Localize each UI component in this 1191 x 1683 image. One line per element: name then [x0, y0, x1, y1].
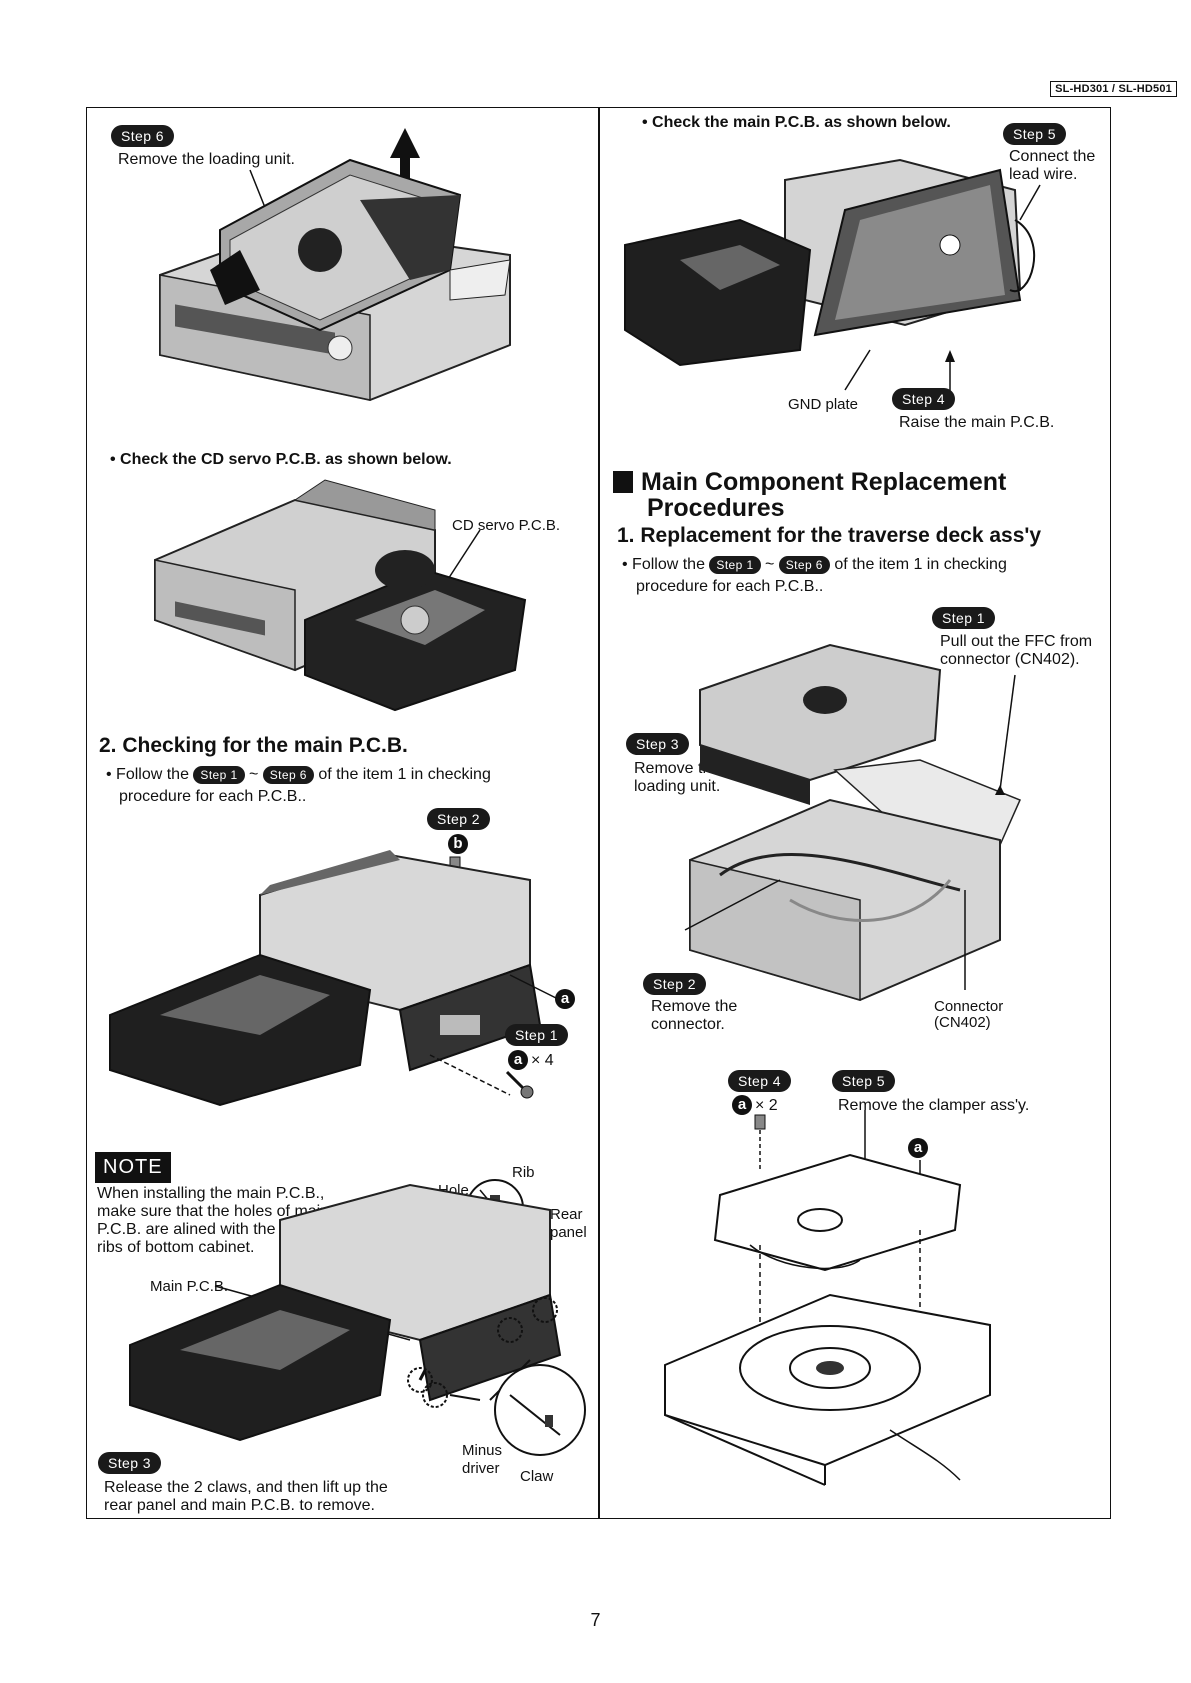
main-heading-line-2: Procedures [647, 494, 785, 522]
r-step5-top-badge: Step 5 [1003, 123, 1066, 145]
rear-panel-illustration [129, 1179, 586, 1456]
screw-a-marker: a [555, 989, 575, 1009]
main-pcb-check-note: • Check the main P.C.B. as shown below. [642, 114, 951, 131]
r-bullet-suffix: of the item 1 in checking [834, 556, 1007, 573]
r-step1-line-1: Pull out the FFC from [940, 633, 1093, 650]
rib-label: Rib [512, 1164, 535, 1181]
step3-line-2: rear panel and main P.C.B. to remove. [104, 1497, 375, 1514]
r-step2-line-2: connector. [651, 1016, 725, 1033]
gnd-plate-label: GND plate [788, 396, 859, 413]
note-line-3: P.C.B. are alined with the [97, 1221, 276, 1238]
r-step1-line-2: connector (CN402). [940, 651, 1080, 668]
r-step1-badge: Step 1 [932, 607, 995, 629]
model-number: SL-HD301 / SL-HD501 [1050, 81, 1177, 97]
section1-title: 1. Replacement for the traverse deck ass… [617, 524, 1042, 547]
screw-b-marker: b [448, 834, 468, 854]
note-line-1: When installing the main P.C.B., [97, 1185, 325, 1202]
step2-badge: Step 2 [427, 808, 490, 830]
step3-line-1: Release the 2 claws, and then lift up th… [104, 1479, 388, 1496]
r-step5-badge: Step 5 [832, 1070, 895, 1092]
r-step3-line-2: loading unit. [634, 778, 721, 795]
r-step3-line-1: Remove the [634, 760, 721, 777]
r-step6-inline-badge: Step 6 [778, 555, 830, 574]
main-heading-text-1: Main Component Replacement [641, 468, 1007, 496]
minus-driver-label-2: driver [462, 1460, 500, 1477]
r-step4-badge: Step 4 [728, 1070, 791, 1092]
r-step2-line-1: Remove the [651, 998, 738, 1015]
connector-label-2: (CN402) [934, 1014, 991, 1031]
bullet-suffix: of the item 1 in checking [318, 766, 491, 783]
bullet-prefix: • Follow the [106, 766, 189, 783]
page-number: 7 [590, 1610, 601, 1630]
rear-panel-label-1: Rear [550, 1206, 583, 1223]
main-pcb-label: Main P.C.B. [150, 1278, 229, 1295]
step1-screw-marker: a [508, 1050, 528, 1070]
section1-bullet-line2: procedure for each P.C.B.. [636, 578, 824, 595]
column-divider [598, 107, 600, 1519]
section2-bullet: • Follow the Step 1 ~ Step 6 of the item… [106, 764, 491, 785]
r-step4-top-text: Raise the main P.C.B. [899, 414, 1055, 431]
screw-icon [505, 1070, 534, 1099]
raise-main-pcb-illustration [624, 158, 1041, 398]
loading-unit-illustration [159, 128, 511, 402]
main-heading-line-1: Main Component Replacement [613, 468, 1006, 496]
step6-inline-badge: Step 6 [262, 765, 314, 784]
r-step5-top-line-1: Connect the [1009, 148, 1096, 165]
section1-bullet: • Follow the Step 1 ~ Step 6 of the item… [622, 554, 1007, 575]
note-line-4: ribs of bottom cabinet. [97, 1239, 255, 1256]
connector-label-1: Connector [934, 998, 1004, 1015]
section2-bullet-line2: procedure for each P.C.B.. [119, 788, 307, 805]
section2-title: 2. Checking for the main P.C.B. [99, 734, 408, 757]
r-step3-badge: Step 3 [626, 733, 689, 755]
step1-inline-badge: Step 1 [193, 765, 245, 784]
claw-label: Claw [520, 1468, 554, 1485]
traverse-deck-illustration [684, 643, 1022, 1002]
step1-badge: Step 1 [505, 1024, 568, 1046]
r-range-tilde: ~ [764, 556, 775, 573]
r-screw-a-marker: a [908, 1138, 928, 1158]
r-bullet-prefix: • Follow the [622, 556, 705, 573]
r-step4-screw-marker: a [732, 1095, 752, 1115]
r-step4-screw-count: × 2 [755, 1097, 778, 1114]
r-step5-text: Remove the clamper ass'y. [838, 1097, 1030, 1114]
step6-badge: Step 6 [111, 125, 174, 147]
r-step1-inline-badge: Step 1 [709, 555, 761, 574]
r-step2-badge: Step 2 [643, 973, 706, 995]
range-tilde: ~ [248, 766, 259, 783]
r-step5-top-line-2: lead wire. [1009, 166, 1078, 183]
cd-servo-check-note: • Check the CD servo P.C.B. as shown bel… [110, 451, 452, 468]
clamper-illustration [664, 1110, 991, 1486]
main-pcb-check-illustration [109, 850, 571, 1107]
note-badge: NOTE [95, 1152, 171, 1183]
step3-badge: Step 3 [98, 1452, 161, 1474]
step6-text: Remove the loading unit. [118, 151, 295, 168]
cd-servo-pcb-label: CD servo P.C.B. [452, 517, 561, 534]
minus-driver-label-1: Minus [462, 1442, 503, 1459]
r-step4-top-badge: Step 4 [892, 388, 955, 410]
rear-panel-label-2: panel [550, 1224, 587, 1241]
heading-square-icon [613, 471, 633, 493]
step1-screw-count: × 4 [531, 1052, 554, 1069]
note-line-2: make sure that the holes of main [97, 1203, 330, 1220]
cd-servo-pcb-illustration [154, 479, 527, 712]
